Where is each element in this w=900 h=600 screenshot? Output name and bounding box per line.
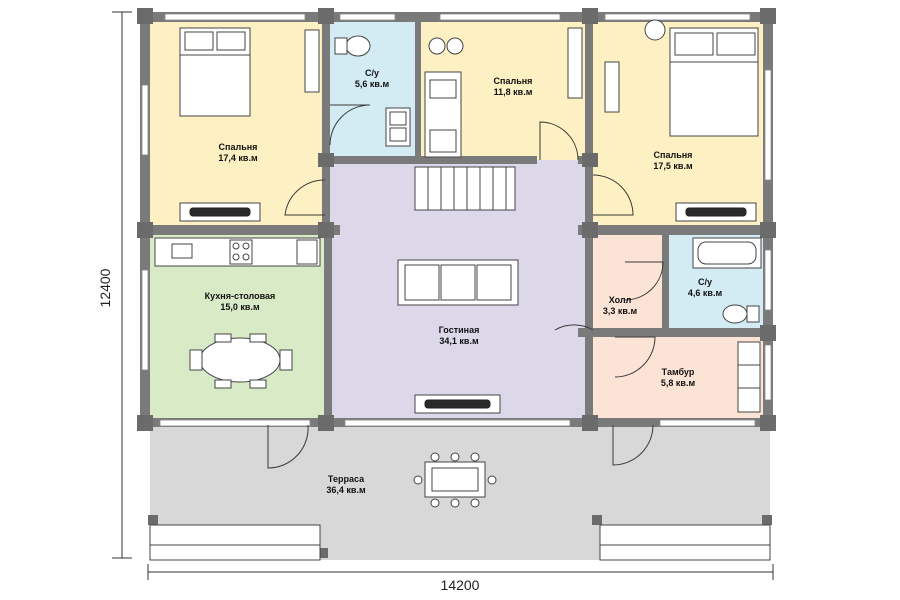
- terrace-table-icon: [413, 452, 497, 508]
- windows: [141, 13, 772, 427]
- bedroom1-name: Спальня: [219, 142, 258, 152]
- hall-area: 3,3 кв.м: [603, 306, 638, 316]
- bedroom3-area: 17,5 кв.м: [653, 161, 693, 171]
- dining-table-icon: [199, 337, 281, 383]
- vestibule-fill: [590, 330, 765, 420]
- living-area: 34,1 кв.м: [439, 336, 479, 346]
- dimension-lines: 12400 14200: [97, 11, 774, 593]
- width-dimension: 14200: [441, 577, 480, 593]
- wc2-area: 4,6 кв.м: [688, 288, 723, 298]
- vestibule-area: 5,8 кв.м: [661, 378, 696, 388]
- chair-icon: [428, 37, 446, 55]
- furniture: [149, 19, 771, 561]
- terrace-name: Терраса: [328, 474, 365, 484]
- posts: [137, 8, 776, 558]
- bedroom1-area: 17,4 кв.м: [218, 153, 258, 163]
- doors: [267, 104, 664, 469]
- wc2-name: С/у: [698, 277, 712, 287]
- hall-name: Холл: [609, 295, 632, 305]
- terrace-area: 36,4 кв.м: [326, 485, 366, 495]
- vestibule-name: Тамбур: [662, 367, 695, 377]
- hall-fill: [590, 230, 665, 330]
- bedroom3-name: Спальня: [654, 150, 693, 160]
- living-name: Гостиная: [439, 325, 480, 335]
- toilet-icon: [345, 35, 371, 57]
- kitchen-area: 15,0 кв.м: [220, 302, 260, 312]
- wc1-area: 5,6 кв.м: [355, 79, 390, 89]
- room-labels: Спальня 17,4 кв.м С/у 5,6 кв.м Спальня 1…: [205, 68, 723, 495]
- sofa-icon: [397, 259, 519, 306]
- toilet-icon: [722, 304, 748, 324]
- height-dimension: 12400: [97, 268, 113, 307]
- bedroom2-name: Спальня: [494, 76, 533, 86]
- bedroom2-area: 11,8 кв.м: [494, 87, 533, 97]
- kitchen-name: Кухня-столовая: [205, 291, 276, 301]
- wc1-name: С/у: [365, 68, 379, 78]
- stairs-icon: [414, 166, 516, 211]
